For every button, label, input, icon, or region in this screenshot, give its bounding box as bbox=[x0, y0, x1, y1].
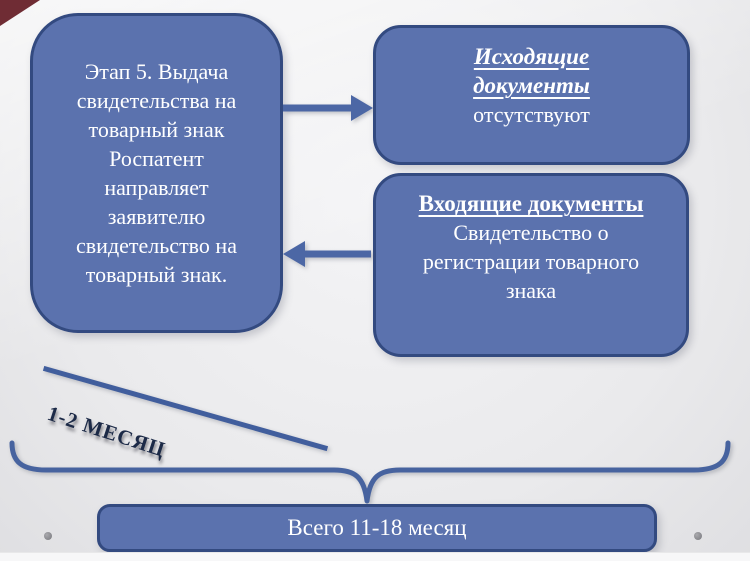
outgoing-title-line1: Исходящие bbox=[473, 44, 590, 69]
total-duration-label: Всего 11-18 месяц bbox=[287, 515, 467, 540]
arrow-left-icon bbox=[283, 241, 371, 267]
duration-label: 1-2 МЕСЯЦ bbox=[44, 401, 169, 462]
corner-triangle-decoration bbox=[0, 0, 40, 26]
right-dot-decoration bbox=[694, 532, 702, 540]
total-duration-box: Всего 11-18 месяц bbox=[97, 504, 657, 552]
outgoing-body: отсутствуют bbox=[473, 102, 590, 127]
arrow-right-icon bbox=[283, 95, 373, 121]
stage-box: Этап 5. Выдача свидетельства на товарный… bbox=[30, 13, 283, 333]
left-dot-decoration bbox=[44, 532, 52, 540]
bottom-strip-decoration bbox=[0, 552, 750, 561]
incoming-documents-box: Входящие документы Свидетельство о регис… bbox=[373, 173, 689, 357]
incoming-title: Входящие документы bbox=[418, 191, 644, 216]
horizontal-brace-icon bbox=[9, 440, 731, 504]
stage-box-text: Этап 5. Выдача свидетельства на товарный… bbox=[76, 59, 237, 287]
outgoing-documents-box: Исходящие документы отсутствуют bbox=[373, 25, 690, 165]
outgoing-title-line2: документы bbox=[473, 73, 590, 98]
incoming-body: Свидетельство о регистрации товарного зн… bbox=[422, 220, 640, 303]
